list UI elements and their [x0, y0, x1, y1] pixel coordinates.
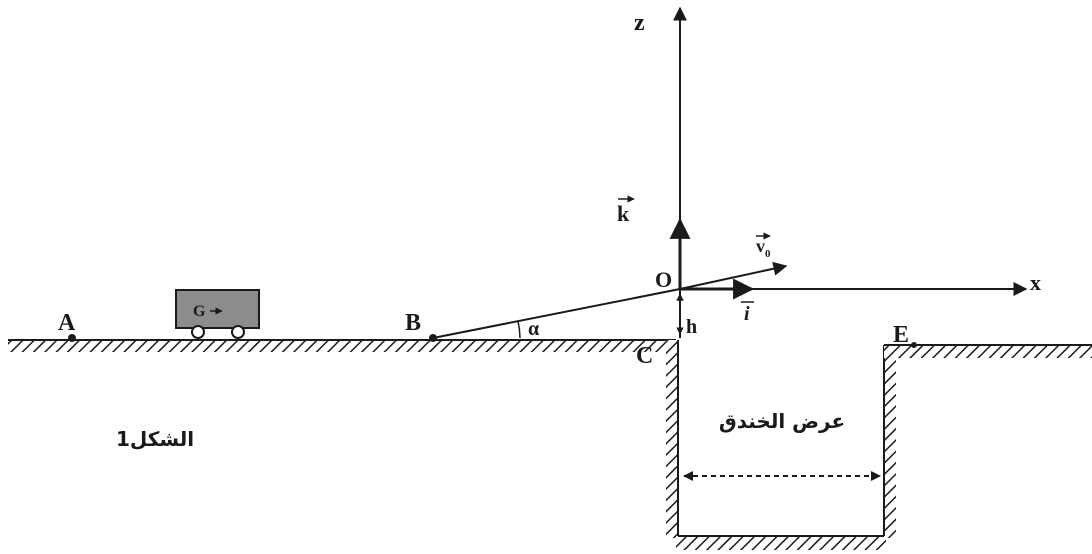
point-b-label: B — [405, 310, 421, 336]
point-b-dot — [429, 334, 437, 342]
point-e-label: E — [893, 322, 909, 348]
trench-right-wall — [883, 345, 896, 538]
ground-right — [884, 344, 1092, 358]
v-letter: v — [756, 236, 765, 256]
v-subscript: 0 — [765, 248, 771, 260]
angle-label: α — [528, 318, 539, 340]
point-a-label: A — [58, 310, 76, 336]
trench-width-label: عرض الخندق — [719, 409, 845, 433]
k-label: k — [617, 195, 635, 226]
k-letter: k — [617, 201, 630, 226]
trench-left-wall — [666, 340, 679, 538]
height-label: h — [686, 316, 697, 338]
point-c-label: C — [636, 343, 653, 369]
point-a-dot — [68, 334, 76, 342]
v0-label: v 0 — [756, 232, 771, 260]
x-axis-label: x — [1030, 270, 1041, 295]
cart-wheel-right — [231, 325, 245, 339]
ramp-line — [432, 288, 681, 339]
z-axis-label: z — [634, 10, 645, 36]
angle-alpha-arc — [517, 320, 521, 339]
point-e-dot — [911, 342, 917, 348]
figure-caption: الشكل1 — [116, 427, 194, 451]
cart-body — [175, 289, 260, 329]
i-label: i — [741, 301, 754, 325]
origin-label: O — [655, 267, 672, 292]
cart: G — [175, 289, 260, 339]
cart-wheel-left — [191, 325, 205, 339]
ground-left — [8, 339, 676, 352]
trench-bottom — [676, 535, 886, 550]
i-letter: i — [744, 303, 750, 325]
cart-center-label: G — [193, 303, 206, 320]
velocity-vector — [679, 261, 788, 290]
